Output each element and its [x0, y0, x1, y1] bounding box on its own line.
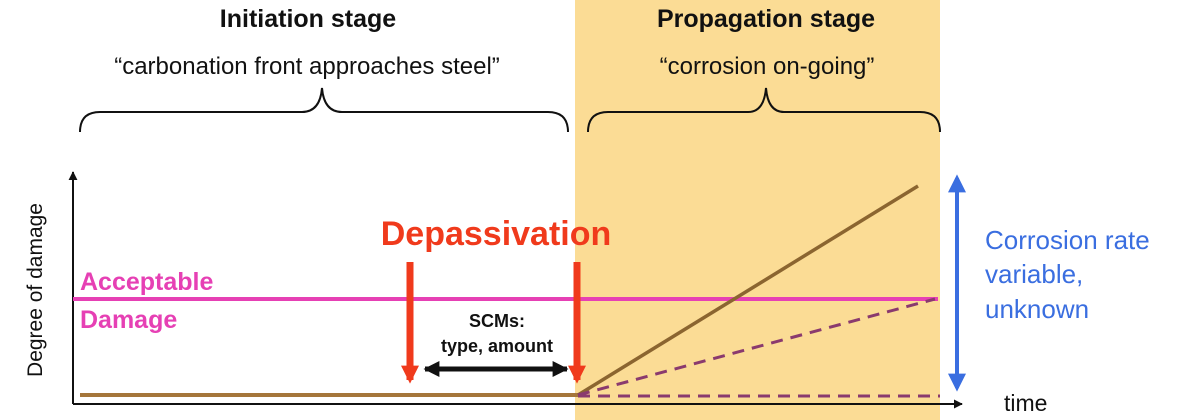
corrosion-rate-label-line1: Corrosion rate	[985, 225, 1150, 255]
damage-line-medium-dashed	[577, 297, 936, 397]
initiation-stage-quote: “carbonation front approaches steel”	[114, 53, 500, 80]
y-axis-label: Degree of damage	[24, 203, 47, 377]
x-axis-label: time	[1004, 390, 1047, 416]
damage-line-fast	[577, 184, 919, 397]
corrosion-rate-label-line3: unknown	[985, 294, 1089, 324]
propagation-brace	[587, 87, 941, 133]
propagation-stage-quote: “corrosion on-going”	[660, 53, 875, 80]
initiation-stage-title: Initiation stage	[220, 5, 397, 33]
depassivation-label: Depassivation	[381, 215, 612, 253]
scms-label-line2: type, amount	[441, 336, 553, 356]
propagation-stage-title: Propagation stage	[657, 5, 875, 33]
acceptable-damage-label-line1: Acceptable	[80, 268, 213, 296]
scms-label-line1: SCMs:	[469, 311, 525, 331]
initiation-brace	[79, 87, 569, 133]
corrosion-rate-label-line2: variable,	[985, 259, 1083, 289]
acceptable-damage-label-line2: Damage	[80, 306, 177, 334]
